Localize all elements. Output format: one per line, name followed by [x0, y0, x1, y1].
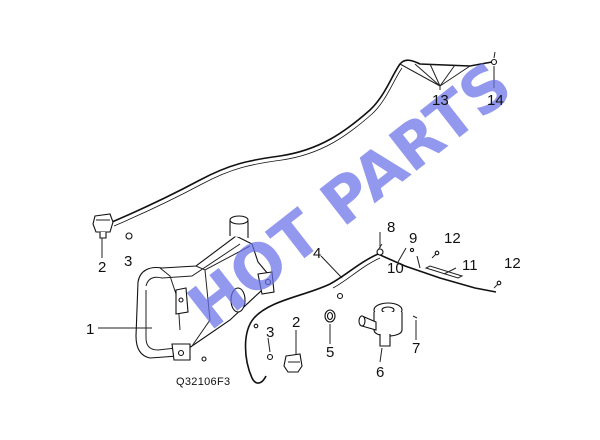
callout-3-lower: 3	[266, 324, 274, 341]
callout-13: 13	[432, 92, 449, 109]
callout-3-upper: 3	[124, 253, 132, 270]
grommet	[324, 309, 336, 323]
callout-9: 9	[409, 230, 417, 247]
callout-7: 7	[412, 340, 420, 357]
callout-1: 1	[86, 321, 94, 338]
t-connector	[376, 248, 384, 256]
clip-lower	[266, 353, 274, 361]
callout-5: 5	[326, 344, 334, 361]
washer-nozzle-upper	[92, 213, 114, 239]
callout-2-lower: 2	[292, 314, 300, 331]
pin	[412, 315, 418, 319]
callout-12-lower: 12	[504, 255, 521, 272]
callout-2-upper: 2	[98, 259, 106, 276]
lower-hose	[244, 243, 497, 384]
screw-lower	[493, 280, 502, 289]
washer-reservoir	[135, 215, 275, 361]
watermark-text: HOT PARTS	[174, 47, 525, 343]
hose-clip-strip	[424, 265, 464, 279]
washer-pump	[358, 302, 403, 347]
callout-14: 14	[487, 92, 504, 109]
clip-mid	[253, 323, 259, 329]
callout-8: 8	[387, 219, 395, 236]
diagram-code: Q32106F3	[176, 376, 230, 388]
washer-nozzle-lower	[283, 353, 303, 373]
callout-6: 6	[376, 364, 384, 381]
callout-10: 10	[387, 260, 404, 277]
callout-4: 4	[313, 245, 321, 262]
clip-reservoir	[201, 356, 207, 362]
clip-upper	[125, 232, 133, 240]
screw-upper	[431, 250, 440, 259]
callout-12-upper: 12	[444, 230, 461, 247]
leader-lines	[98, 66, 495, 363]
upper-hose	[111, 51, 498, 227]
callout-11: 11	[462, 257, 478, 274]
